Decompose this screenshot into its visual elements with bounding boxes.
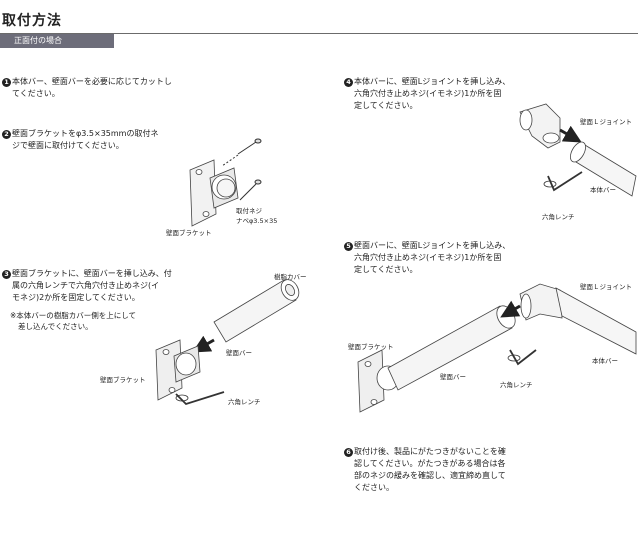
fig4-arrow — [559, 125, 582, 143]
fig5-label-wall-bar: 壁面バー — [440, 373, 466, 381]
fig2-label-screw-2: ナベφ3.5×35 — [236, 217, 278, 225]
step-number-badge: 1 — [2, 78, 11, 87]
fig3-hex-wrench — [175, 391, 225, 406]
fig3-label-bracket: 壁面ブラケット — [100, 376, 146, 384]
fig2-label-bracket: 壁面ブラケット — [166, 229, 212, 237]
fig5-label-main-bar: 本体バー — [592, 357, 618, 365]
fig5-label-wrench: 六角レンチ — [500, 381, 533, 389]
fig4-hex-wrench — [543, 171, 583, 192]
step-number-badge: 4 — [344, 78, 353, 87]
fig5-main-bar — [555, 287, 637, 355]
step-number-badge: 3 — [2, 270, 11, 279]
header-divider — [0, 33, 638, 34]
fig4-label-main-bar: 本体バー — [590, 186, 616, 194]
fig3-label-wrench: 六角レンチ — [228, 398, 261, 406]
fig4-main-bar — [570, 141, 637, 197]
fig5-arrow — [500, 300, 521, 318]
step-number-badge: 6 — [344, 448, 353, 457]
fig3-label-resin-cover: 樹脂カバー — [274, 273, 307, 281]
fig5-l-joint — [519, 283, 563, 321]
fig3-label-wall-bar: 壁面バー — [226, 349, 252, 357]
fig2-bracket-illustration — [189, 159, 239, 227]
fig3-wall-bar — [213, 279, 300, 343]
fig4-label-l-joint: 壁面Ｌジョイント — [580, 118, 632, 126]
page-title: 取付方法 — [2, 13, 62, 29]
fig2-screws — [221, 138, 262, 201]
fig5-bracket — [357, 349, 400, 413]
fig5-label-bracket: 壁面ブラケット — [348, 343, 394, 351]
step-3-note: ※本体バーの樹脂カバー側を上にして 差し込んでください。 — [10, 311, 137, 331]
fig5-label-l-joint: 壁面Ｌジョイント — [580, 283, 632, 291]
step-number-badge: 2 — [2, 130, 11, 139]
step-number-badge: 5 — [344, 242, 353, 251]
fig4-label-wrench: 六角レンチ — [542, 213, 575, 221]
fig3-bracket — [155, 339, 201, 401]
fig4-l-joint — [519, 103, 561, 149]
fig2-label-screw-1: 取付ネジ — [236, 207, 262, 215]
fig3-arrow — [192, 335, 215, 353]
section-tab: 正面付の場合 — [0, 34, 114, 48]
fig5-hex-wrench — [507, 349, 537, 366]
